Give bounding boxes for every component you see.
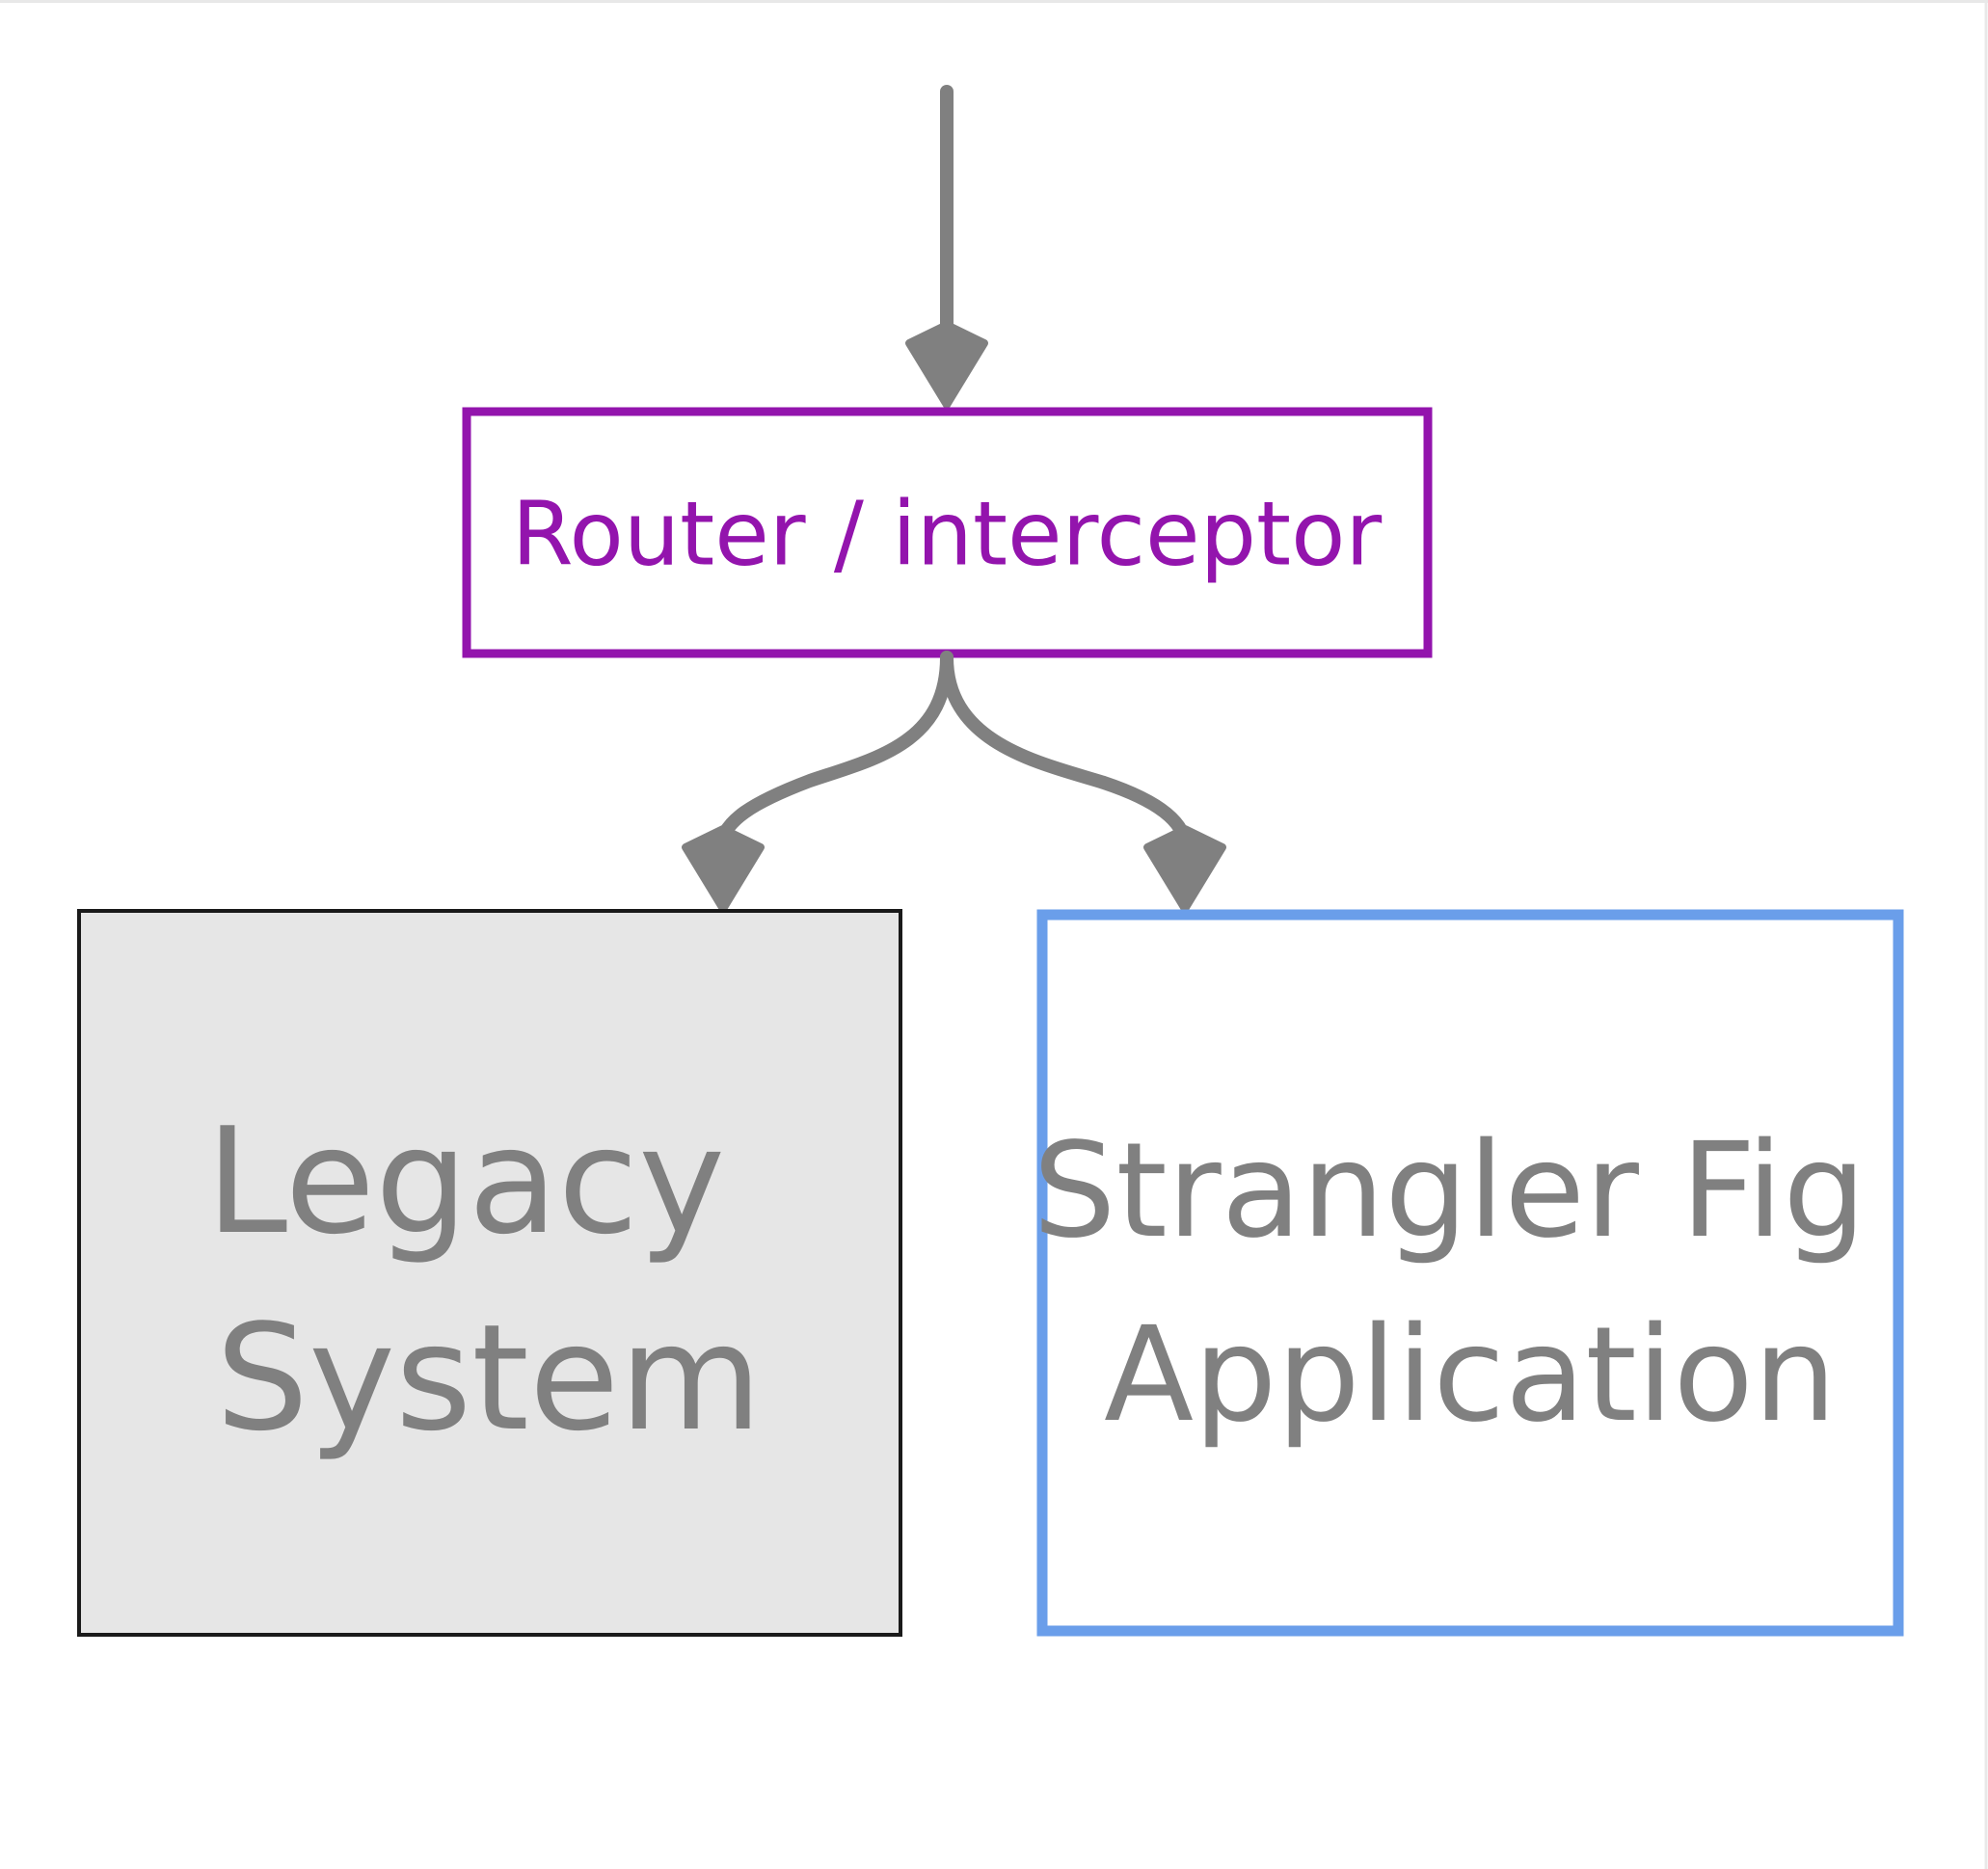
router-box xyxy=(462,407,1433,658)
strangler-route-curve xyxy=(940,651,1193,855)
strangler-fig-node: Strangler Fig Application xyxy=(1033,909,1908,1637)
legacy-label-line-2: System xyxy=(216,1293,763,1463)
strangler-fig-label: Strangler Fig Application xyxy=(1033,1115,1908,1452)
router-node: Router / interceptor xyxy=(462,407,1433,658)
legacy-system-box xyxy=(77,909,902,1637)
incoming-arrowhead xyxy=(905,321,988,409)
strangler-route-arrowhead xyxy=(1143,825,1226,913)
router-label: Router / interceptor xyxy=(512,482,1383,585)
legacy-route-arrow xyxy=(682,651,954,913)
legacy-route-arrowhead xyxy=(682,825,765,913)
legacy-label-line-1: Legacy xyxy=(205,1096,725,1267)
strangler-fig-box xyxy=(1036,909,1904,1637)
legacy-route-curve xyxy=(714,651,954,855)
legacy-system-node: Legacy System xyxy=(77,909,902,1637)
legacy-system-label: Legacy System xyxy=(205,1096,771,1463)
strangler-label-line-1: Strangler Fig xyxy=(1033,1115,1866,1268)
incoming-request-arrow xyxy=(905,85,988,409)
strangler-route-arrow xyxy=(940,651,1226,913)
strangler-label-line-2: Application xyxy=(1104,1299,1837,1452)
